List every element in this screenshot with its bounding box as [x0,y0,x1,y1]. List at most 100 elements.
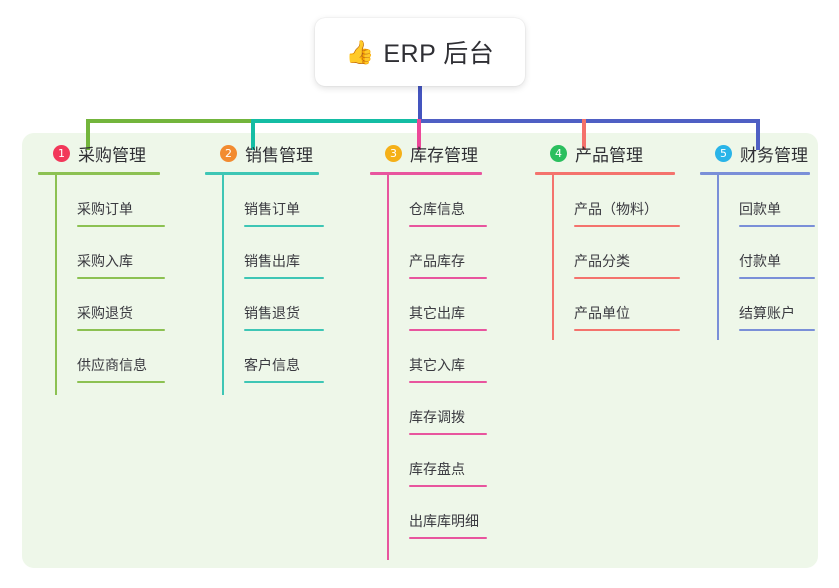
leaf-item[interactable]: 销售订单 [222,175,365,227]
leaf-item[interactable]: 供应商信息 [55,331,198,383]
leaf-item[interactable]: 销售退货 [222,279,365,331]
leaf-item-rule [739,329,815,331]
leaf-item-rule [409,277,487,279]
column-underline [535,172,675,175]
leaf-item[interactable]: 客户信息 [222,331,365,383]
leaf-item-label: 产品（物料） [574,201,658,217]
leaf-item-rule [574,329,680,331]
leaf-item-rule [739,277,815,279]
column-branch: 采购订单采购入库采购退货供应商信息 [38,175,198,395]
leaf-item-label: 采购入库 [77,253,133,269]
leaf-item-rule [574,277,680,279]
leaf-item-label: 仓库信息 [409,201,465,217]
number-badge-icon: 4 [550,144,567,162]
column-title: 库存管理 [410,145,478,165]
leaf-item-rule [409,329,487,331]
column-branch: 仓库信息产品库存其它出库其它入库库存调拨库存盘点出库库明细 [370,175,530,560]
column-4: 4 产品管理产品（物料） 产品分类产品单位 [535,140,705,340]
leaf-item-label: 销售出库 [244,253,300,269]
column-branch: 回款单付款单结算账户 [700,175,839,340]
column-3: 3 库存管理仓库信息产品库存其它出库其它入库库存调拨库存盘点出库库明细 [370,140,530,560]
leaf-item-rule [244,277,324,279]
root-node-title: ERP 后台 [383,40,495,68]
column-header-3[interactable]: 3 库存管理 [370,140,530,166]
leaf-item-label: 销售订单 [244,201,300,217]
leaf-item[interactable]: 采购订单 [55,175,198,227]
leaf-item-rule [244,381,324,383]
branch-trunk-line [552,175,554,340]
branch-trunk-line [387,175,389,560]
column-header-1[interactable]: 1 采购管理 [38,140,198,166]
column-title: 销售管理 [245,145,313,165]
leaf-item-rule [77,277,165,279]
column-branch: 销售订单销售出库销售退货客户信息 [205,175,365,395]
leaf-item[interactable]: 其它入库 [387,331,530,383]
leaf-item-rule [77,225,165,227]
column-title: 产品管理 [575,145,643,165]
number-badge-icon: 1 [53,144,70,162]
leaf-item-label: 结算账户 [739,305,795,321]
leaf-item-rule [77,329,165,331]
leaf-item-label: 其它出库 [409,305,465,321]
leaf-item-label: 库存盘点 [409,461,465,477]
number-badge-icon: 5 [715,144,732,162]
leaf-item-label: 出库库明细 [409,513,479,529]
column-header-5[interactable]: 5 财务管理 [700,140,839,166]
column-5: 5 财务管理回款单付款单结算账户 [700,140,839,340]
leaf-item[interactable]: 采购入库 [55,227,198,279]
leaf-item-rule [77,381,165,383]
root-node[interactable]: 👍 ERP 后台 [315,18,525,86]
column-title: 采购管理 [78,145,146,165]
leaf-item[interactable]: 其它出库 [387,279,530,331]
leaf-item[interactable]: 产品分类 [552,227,705,279]
leaf-item-label: 供应商信息 [77,357,147,373]
leaf-item-label: 采购订单 [77,201,133,217]
leaf-item-label: 其它入库 [409,357,465,373]
leaf-item[interactable]: 销售出库 [222,227,365,279]
leaf-item-rule [409,225,487,227]
leaf-item-label: 库存调拨 [409,409,465,425]
column-underline [370,172,482,175]
column-underline [700,172,810,175]
branch-trunk-line [717,175,719,340]
leaf-item-rule [739,225,815,227]
leaf-item[interactable]: 产品单位 [552,279,705,331]
leaf-item-label: 销售退货 [244,305,300,321]
leaf-item-label: 付款单 [739,253,781,269]
leaf-item[interactable]: 库存调拨 [387,383,530,435]
diagram-panel [22,133,818,568]
leaf-item-rule [409,485,487,487]
column-underline [205,172,319,175]
number-badge-icon: 3 [385,144,402,162]
column-underline [38,172,160,175]
leaf-item[interactable]: 出库库明细 [387,487,530,539]
leaf-item-label: 产品库存 [409,253,465,269]
branch-trunk-line [222,175,224,395]
leaf-item[interactable]: 库存盘点 [387,435,530,487]
leaf-item[interactable]: 结算账户 [717,279,839,331]
leaf-item[interactable]: 付款单 [717,227,839,279]
leaf-item[interactable]: 产品库存 [387,227,530,279]
column-1: 1 采购管理采购订单采购入库采购退货供应商信息 [38,140,198,395]
thumbs-up-icon: 👍 [345,38,375,65]
leaf-item-label: 回款单 [739,201,781,217]
column-branch: 产品（物料） 产品分类产品单位 [535,175,705,340]
leaf-item-rule [409,433,487,435]
leaf-item-rule [244,329,324,331]
leaf-item-rule [574,225,680,227]
leaf-item-label: 产品单位 [574,305,630,321]
leaf-item-rule [244,225,324,227]
leaf-item[interactable]: 回款单 [717,175,839,227]
leaf-item[interactable]: 仓库信息 [387,175,530,227]
leaf-item[interactable]: 采购退货 [55,279,198,331]
column-title: 财务管理 [740,145,808,165]
leaf-item-rule [409,381,487,383]
leaf-item-label: 产品分类 [574,253,630,269]
leaf-item[interactable]: 产品（物料） [552,175,705,227]
column-header-4[interactable]: 4 产品管理 [535,140,705,166]
branch-trunk-line [55,175,57,395]
leaf-item-label: 采购退货 [77,305,133,321]
